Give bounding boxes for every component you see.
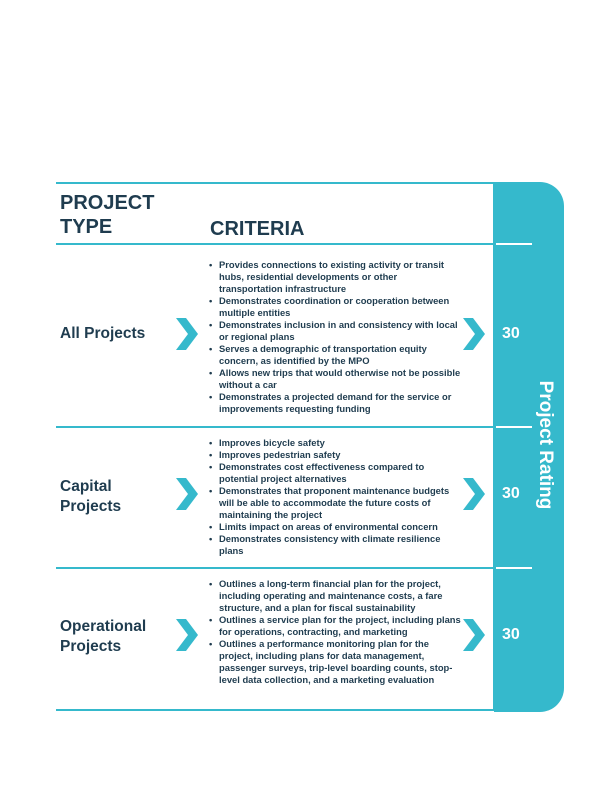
chevron-right-icon	[463, 318, 485, 350]
chevron-right-icon	[176, 619, 198, 651]
row-divider	[56, 567, 532, 569]
criteria-item: Demonstrates inclusion in and consistenc…	[209, 319, 461, 343]
criteria-item: Limits impact on areas of environmental …	[209, 521, 461, 533]
table-top-rule	[56, 182, 496, 184]
criteria-item: Demonstrates cost effectiveness compared…	[209, 461, 461, 485]
criteria-item: Demonstrates that proponent maintenance …	[209, 485, 461, 521]
project-type-capital: Capital Projects	[60, 478, 122, 515]
project-rating-column	[494, 182, 564, 712]
criteria-item: Demonstrates a projected demand for the …	[209, 391, 461, 415]
criteria-item: Improves pedestrian safety	[209, 449, 461, 461]
table-bottom-rule	[56, 709, 496, 711]
header-project-type: PROJECT TYPE	[60, 192, 155, 238]
rating-divider	[496, 243, 532, 245]
criteria-item: Outlines a long-term financial plan for …	[209, 578, 461, 614]
criteria-item: Outlines a service plan for the project,…	[209, 614, 461, 638]
criteria-item: Provides connections to existing activit…	[209, 259, 461, 295]
criteria-item: Outlines a performance monitoring plan f…	[209, 638, 461, 686]
chevron-right-icon	[176, 478, 198, 510]
criteria-item: Demonstrates consistency with climate re…	[209, 533, 461, 557]
criteria-item: Serves a demographic of transportation e…	[209, 343, 461, 367]
criteria-list-operational: Outlines a long-term financial plan for …	[209, 578, 461, 686]
criteria-item: Improves bicycle safety	[209, 437, 461, 449]
header-divider	[56, 243, 532, 245]
criteria-item: Demonstrates coordination or cooperation…	[209, 295, 461, 319]
score-operational: 30	[502, 626, 520, 643]
criteria-list-all: Provides connections to existing activit…	[209, 259, 461, 415]
score-all: 30	[502, 325, 520, 342]
chevron-right-icon	[463, 619, 485, 651]
rating-divider	[496, 426, 532, 428]
chevron-right-icon	[176, 318, 198, 350]
header-criteria: CRITERIA	[210, 218, 305, 240]
chevron-right-icon	[463, 478, 485, 510]
project-type-operational: Operational Projects	[60, 618, 147, 655]
score-capital: 30	[502, 485, 520, 502]
project-rating-label: Project Rating	[535, 380, 556, 510]
project-type-all: All Projects	[60, 325, 146, 342]
criteria-list-capital: Improves bicycle safety Improves pedestr…	[209, 437, 461, 557]
criteria-item: Allows new trips that would otherwise no…	[209, 367, 461, 391]
rating-column-edge	[493, 182, 495, 711]
rating-divider	[496, 567, 532, 569]
row-divider	[56, 426, 532, 428]
